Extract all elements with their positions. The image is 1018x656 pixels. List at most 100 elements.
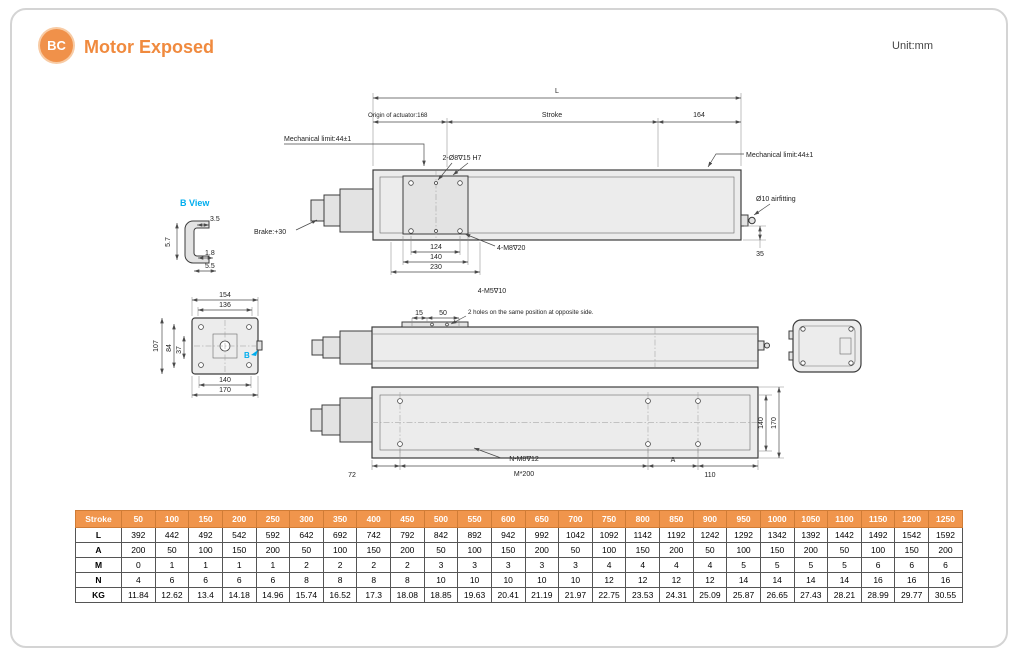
cell-value: 792 bbox=[390, 527, 425, 543]
cell-value: 6 bbox=[221, 572, 257, 588]
flange-dim-140: 140 bbox=[219, 377, 231, 384]
cell-value: 14 bbox=[726, 572, 761, 588]
m8-label: 4-M8∇20 bbox=[497, 244, 526, 252]
stroke-header-value: 500 bbox=[423, 510, 459, 528]
cell-value: 16 bbox=[928, 572, 963, 588]
cell-value: 100 bbox=[591, 542, 627, 558]
cell-value: 1492 bbox=[860, 527, 896, 543]
cell-value: 200 bbox=[390, 542, 425, 558]
cell-value: 50 bbox=[827, 542, 862, 558]
cell-value: 692 bbox=[322, 527, 358, 543]
dim-124: 124 bbox=[430, 244, 442, 251]
cell-value: 150 bbox=[759, 542, 795, 558]
b-marker-arrow-icon bbox=[251, 350, 258, 356]
stroke-header-value: 1200 bbox=[894, 510, 929, 528]
cell-value: 1592 bbox=[928, 527, 963, 543]
dim-origin: Origin of actuator:168 bbox=[368, 112, 428, 119]
cell-value: 542 bbox=[221, 527, 257, 543]
b-section-marker: B bbox=[244, 351, 250, 360]
cell-value: 22.75 bbox=[591, 587, 627, 603]
bview-dim-5-5: 5.5 bbox=[205, 263, 215, 270]
opposite-side-note: 2 holes on the same position at opposite… bbox=[468, 309, 594, 316]
stroke-header-value: 200 bbox=[221, 510, 257, 528]
cell-value: 4 bbox=[121, 572, 156, 588]
cell-value: 4 bbox=[659, 557, 694, 573]
section-badge: BC bbox=[40, 29, 73, 62]
mech-limit-right-label: Mechanical limit:44±1 bbox=[746, 152, 813, 159]
cell-value: 1542 bbox=[894, 527, 929, 543]
cell-value: 14.96 bbox=[255, 587, 291, 603]
actuator-side bbox=[371, 326, 759, 369]
stroke-header-value: 100 bbox=[154, 510, 190, 528]
dim-A: A bbox=[671, 457, 676, 464]
cell-value: 20.41 bbox=[490, 587, 526, 603]
cell-value: 1292 bbox=[726, 527, 761, 543]
stroke-header-value: 1250 bbox=[928, 510, 963, 528]
cell-value: 27.43 bbox=[793, 587, 829, 603]
cell-value: 150 bbox=[894, 542, 929, 558]
flange-dim-154: 154 bbox=[219, 292, 231, 299]
cell-value: 5 bbox=[793, 557, 829, 573]
air-fitting-label: Ø10 airfitting bbox=[756, 196, 796, 203]
bview-dim-5-7: 5.7 bbox=[165, 237, 172, 247]
cell-value: 1042 bbox=[558, 527, 593, 543]
cell-value: 3 bbox=[457, 557, 492, 573]
stroke-header-value: 150 bbox=[188, 510, 223, 528]
cell-value: 17.3 bbox=[356, 587, 391, 603]
cell-value: 23.53 bbox=[625, 587, 660, 603]
cell-value: 200 bbox=[928, 542, 963, 558]
cell-value: 3 bbox=[490, 557, 526, 573]
cell-value: 1 bbox=[221, 557, 257, 573]
cell-value: 13.4 bbox=[188, 587, 223, 603]
cell-value: 492 bbox=[188, 527, 223, 543]
mech-limit-left-label: Mechanical limit:44±1 bbox=[284, 136, 351, 143]
cell-value: 200 bbox=[793, 542, 829, 558]
stroke-header-value: 250 bbox=[255, 510, 291, 528]
flange-dim-136: 136 bbox=[219, 302, 231, 309]
flange-dim-107: 107 bbox=[153, 340, 160, 352]
stroke-header-value: 450 bbox=[390, 510, 425, 528]
dim-50: 50 bbox=[439, 310, 447, 317]
brake-label: Brake:+30 bbox=[254, 229, 286, 236]
cell-value: 150 bbox=[356, 542, 391, 558]
row-label: M bbox=[75, 557, 122, 573]
stroke-header-value: 550 bbox=[457, 510, 492, 528]
carriage-top bbox=[401, 321, 469, 328]
n-m8-label: N-M8∇12 bbox=[509, 455, 539, 463]
cell-value: 942 bbox=[490, 527, 526, 543]
cell-value: 14 bbox=[793, 572, 829, 588]
cell-value: 992 bbox=[524, 527, 560, 543]
cell-value: 6 bbox=[860, 557, 896, 573]
cell-value: 50 bbox=[423, 542, 459, 558]
stroke-header-label: Stroke bbox=[75, 510, 122, 528]
b-view-detail: B View 3.5 5.7 1.8 5.5 bbox=[165, 198, 220, 273]
row-label: KG bbox=[75, 587, 122, 603]
cell-value: 26.65 bbox=[759, 587, 795, 603]
flange-dim-84: 84 bbox=[166, 344, 173, 352]
row-label: L bbox=[75, 527, 122, 543]
cell-value: 2 bbox=[390, 557, 425, 573]
cell-value: 100 bbox=[860, 542, 896, 558]
cell-value: 2 bbox=[289, 557, 324, 573]
cell-value: 8 bbox=[356, 572, 391, 588]
m200-label: M*200 bbox=[514, 471, 534, 478]
cell-value: 2 bbox=[322, 557, 358, 573]
dim-stroke: Stroke bbox=[542, 112, 562, 119]
flange-dim-170: 170 bbox=[219, 387, 231, 394]
cell-value: 10 bbox=[558, 572, 593, 588]
row-label: A bbox=[75, 542, 122, 558]
cell-value: 6 bbox=[894, 557, 929, 573]
cell-value: 10 bbox=[457, 572, 492, 588]
stroke-header-value: 750 bbox=[591, 510, 627, 528]
cell-value: 1 bbox=[188, 557, 223, 573]
air-fitting bbox=[740, 214, 749, 227]
flange-dim-37: 37 bbox=[176, 346, 183, 354]
cell-value: 3 bbox=[558, 557, 593, 573]
cell-value: 0 bbox=[121, 557, 156, 573]
stroke-header-value: 600 bbox=[490, 510, 526, 528]
cell-value: 8 bbox=[390, 572, 425, 588]
dim-35: 35 bbox=[756, 251, 764, 258]
